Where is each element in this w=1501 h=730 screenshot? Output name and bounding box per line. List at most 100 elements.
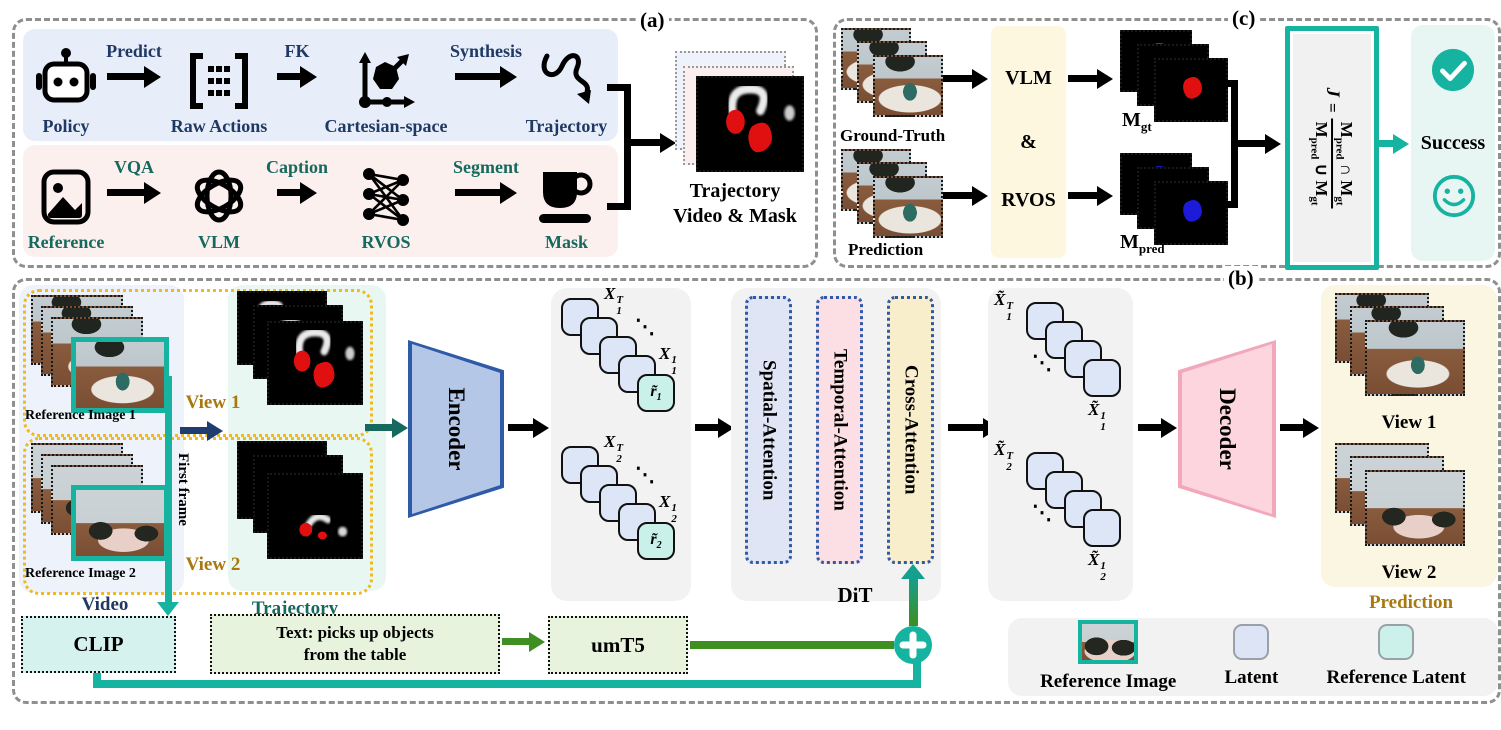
check-icon <box>1430 47 1476 98</box>
text-prompt-box: Text: picks up objects from the table <box>210 614 500 674</box>
segment-arrow-label: Segment <box>453 157 519 177</box>
first-frame-label: First frame <box>175 453 191 526</box>
formula-numerator: Mpred ∩ Mgt <box>1331 118 1357 209</box>
encoder-block: Encoder <box>408 340 504 518</box>
vlm-openai-icon <box>187 164 251 233</box>
arrow-line <box>107 73 145 80</box>
first-frame-arrowhead <box>157 602 179 616</box>
arrow-line <box>277 73 301 80</box>
success-panel: Success <box>1411 25 1495 261</box>
trajectory-frame <box>267 473 363 559</box>
arrow-line <box>455 73 501 80</box>
trajectory-stack-2 <box>237 441 367 561</box>
umt5-box: umT5 <box>548 616 688 674</box>
reference-node: Reference <box>27 145 105 257</box>
panel-a: Policy Predict Raw <box>12 18 818 268</box>
dit-out-arrow <box>948 424 984 431</box>
to-encoder-arrow <box>365 424 393 431</box>
image-icon <box>37 166 95 233</box>
graph-network-icon <box>357 164 415 233</box>
cartesian-label: Cartesian-space <box>324 116 448 137</box>
reference-image-1-label: Reference Image 1 <box>25 408 136 423</box>
mask-frame <box>1154 58 1228 122</box>
merge-arrow <box>631 139 661 146</box>
video-frame <box>1365 470 1465 546</box>
fk-arrow: FK <box>275 29 319 141</box>
first-frame-line <box>165 376 172 604</box>
reference-stack-2 <box>31 443 181 575</box>
vlm-text: VLM <box>1005 67 1052 89</box>
ellipsis: ⋱ <box>1032 352 1052 374</box>
synthesis-arrow-label: Synthesis <box>449 41 523 61</box>
dit-panel: Spatial-Attention Temporal-Attention Cro… <box>731 288 941 601</box>
temporal-attention-block: Temporal-Attention <box>816 296 863 564</box>
dit-label: DiT <box>837 583 873 607</box>
decoder-block: Decoder <box>1178 340 1276 518</box>
view1-group-border <box>23 289 373 437</box>
merge-bracket <box>607 203 631 210</box>
reference-image-swatch <box>1078 620 1139 665</box>
decoder-out-arrow <box>1280 424 1304 431</box>
text-to-umt5-arrow <box>502 638 530 645</box>
cartesian-axes-icon <box>353 48 419 117</box>
pred-view-2-label: View 2 <box>1381 562 1437 583</box>
temporal-attention-label: Temporal-Attention <box>829 349 851 511</box>
trajectory-mask-frame <box>696 76 804 172</box>
cartesian-node: Cartesian-space <box>319 29 453 141</box>
legend-reference-image-label: Reference Image <box>1040 671 1177 693</box>
clip-line <box>913 662 921 684</box>
umt5-to-plus-line <box>690 641 894 649</box>
panel-c-tag: (c) <box>1228 6 1260 31</box>
predict-arrow: Predict <box>105 29 163 141</box>
pred-view2-stack <box>1335 443 1469 549</box>
panel-c: Ground-Truth Prediction VLM & RVOS <box>833 18 1501 270</box>
ground-truth-label: Ground-Truth <box>840 126 946 145</box>
mpred-label-base: M <box>1120 231 1139 253</box>
text-prompt-line1: Text: picks up objects <box>276 622 434 642</box>
merge-bracket <box>607 84 631 91</box>
view-2-label: View 2 <box>185 554 241 575</box>
reference-image-2-label: Reference Image 2 <box>25 566 136 581</box>
ground-truth-stack <box>841 28 945 120</box>
reference-latent-swatch <box>1378 624 1415 661</box>
arrow-line <box>277 189 301 196</box>
vlm-node: VLM <box>163 145 275 257</box>
ampersand-text: & <box>1020 131 1037 153</box>
reference-row: Reference VQA VLM Capti <box>23 145 618 257</box>
policy-node: Policy <box>27 29 105 141</box>
m: M <box>1312 121 1331 138</box>
condition-arrow-body <box>909 578 918 626</box>
cross-attention-label: Cross-Attention <box>900 365 922 495</box>
clip-box: CLIP <box>21 616 176 673</box>
reference-stack-1 <box>31 295 181 427</box>
trajectory-video-mask-stack <box>675 51 815 193</box>
metric-bracket <box>1231 80 1238 208</box>
intersect-op: ∩ <box>1337 163 1357 177</box>
caption-arrow: Caption <box>266 145 328 257</box>
legend-reference-latent: Reference Latent <box>1326 624 1466 690</box>
vqa-arrow: VQA <box>105 145 163 257</box>
rvos-node: RVOS <box>319 145 453 257</box>
metric-bracket <box>1223 80 1231 87</box>
arrow-line <box>455 189 501 196</box>
prediction-bottom-label: Prediction <box>1368 592 1454 613</box>
merge-bracket <box>624 84 631 210</box>
view-1-label: View 1 <box>185 392 241 413</box>
reference-image-1-frame <box>71 337 169 413</box>
mask-frame <box>1154 181 1228 245</box>
cross-attention-block: Cross-Attention <box>887 296 934 564</box>
mpred-stack <box>1120 153 1228 245</box>
encoder-out-arrow <box>508 424 534 431</box>
plus-icon <box>894 626 932 664</box>
m: M <box>1312 180 1331 197</box>
synthesis-arrow: Synthesis <box>449 29 523 141</box>
mgt-label: Mgt <box>1122 109 1152 135</box>
latent-token <box>1083 359 1121 397</box>
mpred-label: Mpred <box>1120 231 1165 257</box>
iou-formula-box: J = Mpred ∩ Mgt Mpred ∪ Mgt <box>1285 26 1379 270</box>
